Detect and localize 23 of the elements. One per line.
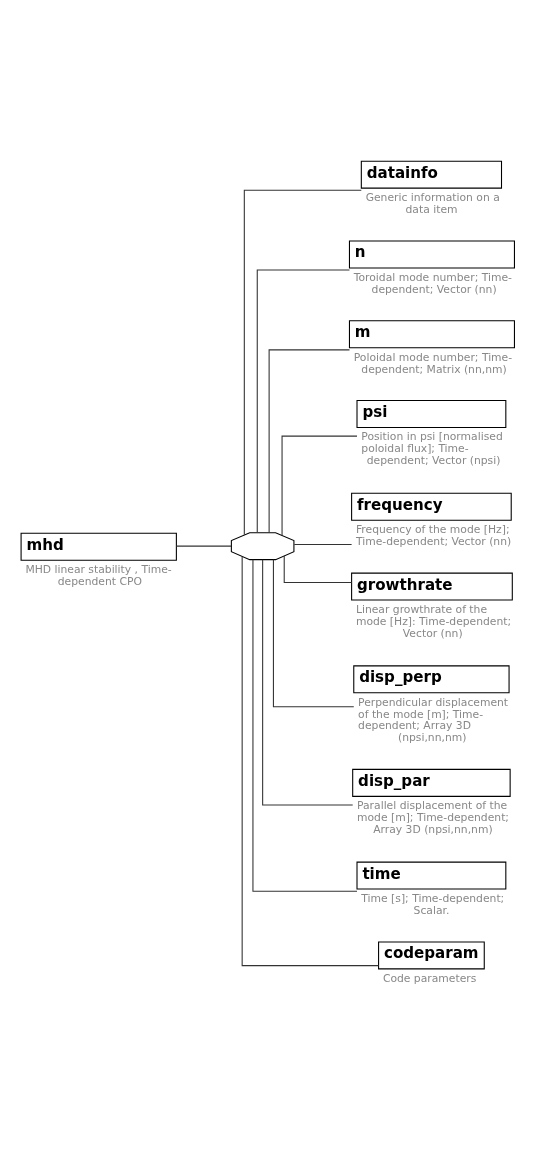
- node-label: Code parameters: [382, 971, 477, 985]
- connector: [262, 558, 354, 805]
- node-label: Linear growthrate of the mode [Hz]: Time-dependent; Vector (nn): [355, 602, 512, 640]
- connector: [243, 189, 362, 535]
- connector: [283, 555, 353, 583]
- connector: [272, 558, 355, 707]
- node-label: Poloidal mode number; Time-dependent; Matrix (nn,nm): [353, 350, 513, 376]
- connector: [175, 545, 232, 547]
- node-label: Perpendicular displacement of the mode [m]; Time-dependent; Array 3D (npsi,nn,nm): [358, 695, 509, 744]
- node-label: Toroidal mode number; Time-dependent; Vector (nn): [353, 270, 512, 296]
- connector: [293, 543, 353, 545]
- connector: [268, 348, 350, 533]
- node-label: Generic information on a data item: [365, 190, 500, 216]
- node-label: Position in psi [normalised poloidal flux]; Time-dependent; Vector (npsi): [361, 429, 503, 467]
- connector: [241, 555, 380, 966]
- node-label: Frequency of the mode [Hz]; Time-dependent; Vector (nn): [355, 522, 512, 548]
- connector: [281, 435, 358, 536]
- node-label: MHD linear stability , Time-dependent CPO: [25, 562, 172, 588]
- node-label: Time [s]; Time-dependent; Scalar.: [361, 891, 505, 917]
- connector: [252, 558, 358, 892]
- connector: [256, 269, 350, 533]
- node-label: Parallel displacement of the mode [m]; Time-dependent; Array 3D (npsi,nn,nm): [357, 798, 510, 836]
- node-octagon: [230, 531, 295, 560]
